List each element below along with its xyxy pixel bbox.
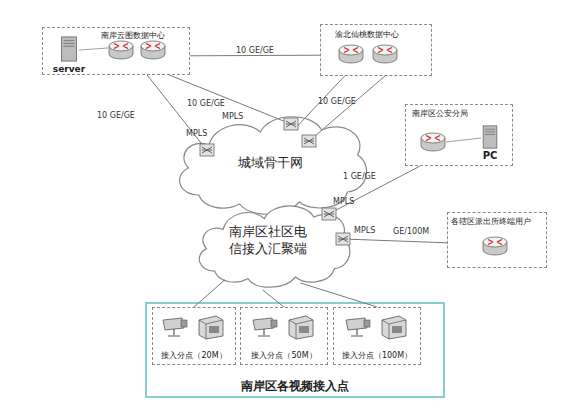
camera-icon [163, 318, 187, 336]
node-title: 渝北仙桃数据中心 [335, 30, 427, 40]
node-title: PC [474, 150, 506, 162]
link-line [329, 166, 421, 214]
data-center-box: 南岸云图数据中心 server [42, 27, 190, 75]
link-line [147, 75, 207, 150]
dvr-icon [382, 316, 406, 339]
cloud-shape [199, 206, 350, 287]
link-label: 10 GE/GE [187, 99, 225, 108]
server-icon [62, 37, 77, 61]
router-icon [483, 237, 507, 255]
node-title: 南岸云图数据中心 [101, 31, 189, 41]
switch-icon [302, 135, 316, 147]
link-label: 10 GE/GE [318, 97, 356, 106]
router-icon [373, 45, 397, 63]
router-icon [339, 45, 363, 63]
node-title: 各辖区派出所终端用户 [451, 217, 545, 227]
link-label: 10 GE/GE [97, 111, 135, 120]
link-line [169, 75, 291, 124]
switch-icon [284, 118, 298, 130]
camera-icon [253, 318, 277, 336]
node-title: 城域骨干网 [168, 155, 373, 171]
node-title: 接入分点（100M） [334, 351, 420, 361]
link-line [301, 283, 377, 307]
server-node: server [50, 34, 88, 76]
access-point-box: 接入分点（100M） [333, 307, 421, 365]
camera-icon [346, 318, 370, 336]
node-title: 南岸区社区电 信接入汇聚端 [223, 223, 313, 257]
router-icon [141, 41, 165, 59]
protocol-label: MPLS [186, 129, 207, 138]
protocol-label: MPLS [354, 226, 375, 235]
access-point-box: 接入分点（20M） [152, 307, 236, 365]
router-icon [421, 133, 445, 151]
switch-icon [322, 208, 336, 220]
group-box: 南岸区各视频接入点 接入分点（20M） 接入分点（50M） 接入分点（100M） [145, 302, 445, 398]
pc-node: PC [474, 124, 506, 162]
link-line [190, 55, 320, 57]
access-point-box: 接入分点（50M） [240, 307, 328, 365]
switch-icon [200, 144, 214, 156]
node-title: 接入分点（20M） [153, 351, 235, 361]
protocol-label: MPLS [222, 112, 243, 121]
node-title: 接入分点（50M） [241, 351, 327, 361]
dvr-icon [199, 316, 223, 339]
link-line [309, 76, 385, 141]
site-box: 南岸区公安分局 PC [405, 104, 513, 166]
node-title: 南岸区各视频接入点 [147, 379, 443, 393]
link-line [297, 76, 344, 126]
node-title: server [50, 64, 88, 75]
link-line [343, 239, 447, 243]
server-icon [483, 126, 497, 148]
data-center-box: 渝北仙桃数据中心 [320, 24, 432, 76]
node-title: 南岸区公安分局 [412, 109, 508, 119]
link-wire [79, 48, 108, 50]
network-cloud: 南岸区社区电 信接入汇聚端 [190, 192, 355, 292]
site-box: 各辖区派出所终端用户 [447, 212, 547, 268]
dvr-icon [289, 316, 313, 339]
link-label: 10 GE/GE [236, 46, 274, 55]
link-wire [446, 138, 481, 142]
link-line [263, 290, 284, 307]
link-line [194, 280, 225, 307]
switch-icon [336, 233, 350, 245]
network-cloud: 城域骨干网 [168, 100, 373, 220]
router-icon [109, 41, 133, 59]
link-label: GE/100M [393, 227, 429, 236]
